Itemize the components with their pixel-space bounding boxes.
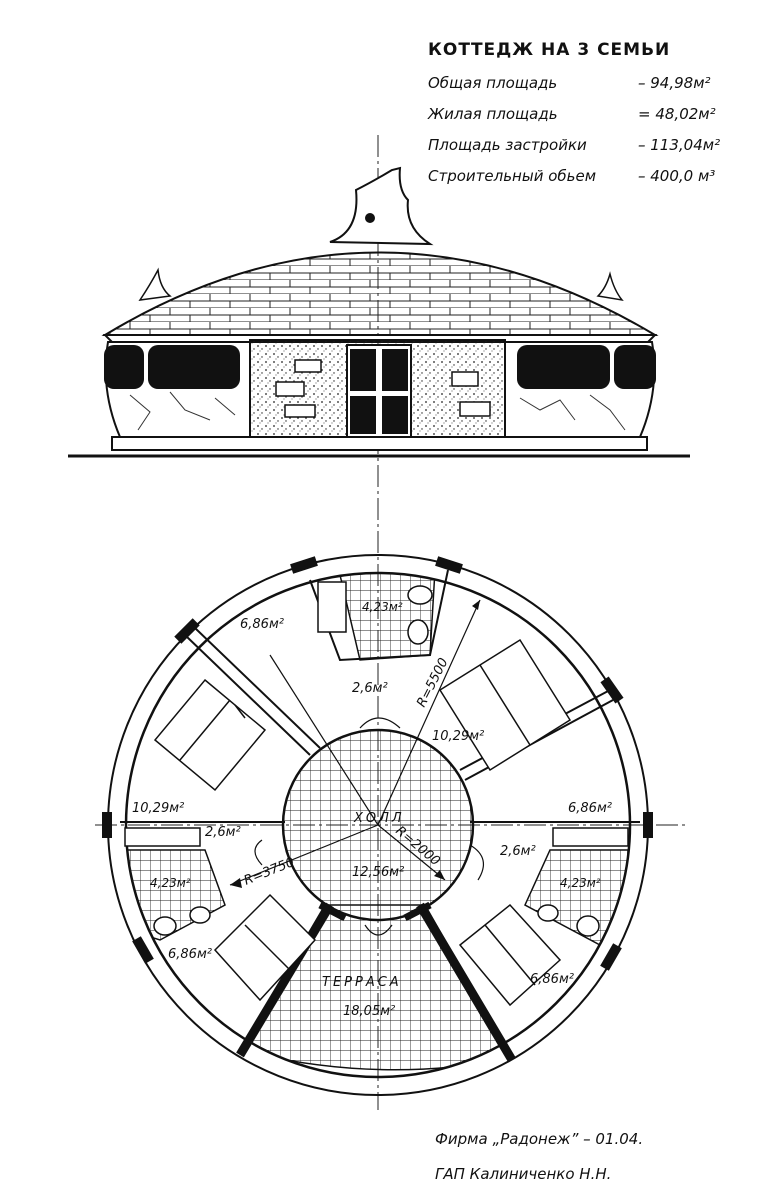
spec-row: Общая площадь – 94,98м² bbox=[428, 68, 748, 99]
spec-value: – 400,0 м³ bbox=[638, 167, 716, 185]
entrance-door bbox=[346, 344, 412, 438]
roof-finial bbox=[329, 166, 434, 246]
area-label: 2,6м² bbox=[500, 844, 536, 859]
radius-label-outer: R=5500 bbox=[414, 656, 451, 710]
area-label: 4,23м² bbox=[560, 876, 601, 890]
spec-label: Площадь застройки bbox=[428, 136, 587, 154]
roof-ornament-left bbox=[138, 267, 172, 301]
spec-block: КОТТЕДЖ НА 3 СЕМЬИ Общая площадь – 94,98… bbox=[428, 40, 748, 192]
radius-lines bbox=[229, 599, 481, 886]
area-label: 10,29м² bbox=[432, 729, 484, 744]
roof bbox=[101, 251, 659, 336]
stone bbox=[275, 381, 305, 397]
window bbox=[104, 345, 144, 389]
area-label: 2,6м² bbox=[205, 825, 241, 840]
stone bbox=[451, 371, 479, 387]
drawing-title: КОТТЕДЖ НА 3 СЕМЬИ bbox=[428, 40, 671, 60]
stone bbox=[294, 359, 322, 373]
finial-eye bbox=[365, 213, 375, 223]
area-label: 6,86м² bbox=[168, 947, 212, 962]
terrace-wall-right bbox=[416, 902, 516, 1063]
firm-line: Фирма „Радонеж” – 01.04. bbox=[435, 1130, 644, 1148]
spec-value: = 48,02м² bbox=[638, 105, 716, 123]
author-line: ГАП Калиниченко Н.Н. bbox=[435, 1165, 612, 1183]
radius-label-mid: R=3750 bbox=[242, 855, 297, 889]
spec-row: Площадь застройки – 113,04м² bbox=[428, 130, 748, 161]
area-label: 4,23м² bbox=[150, 876, 191, 890]
stone bbox=[284, 404, 316, 418]
area-label: 2,6м² bbox=[352, 681, 388, 696]
area-label: 6,86м² bbox=[240, 617, 284, 632]
area-label: 10,29м² bbox=[132, 801, 184, 816]
bed bbox=[213, 893, 317, 1002]
area-label: 6,86м² bbox=[568, 801, 612, 816]
spec-label: Общая площадь bbox=[428, 74, 558, 92]
bath-fixture bbox=[552, 827, 629, 847]
hall-label: ХОЛЛ bbox=[353, 811, 405, 826]
terrace-area: 18,05м² bbox=[343, 1004, 395, 1019]
window bbox=[614, 345, 656, 389]
terrace-label: ТЕРРАСА bbox=[322, 975, 402, 990]
area-label: 6,86м² bbox=[530, 972, 574, 987]
area-label: 4,23м² bbox=[362, 600, 403, 614]
stone bbox=[459, 401, 491, 417]
door-swings bbox=[254, 717, 485, 936]
bath-fixture bbox=[124, 827, 201, 847]
spec-label: Жилая площадь bbox=[428, 105, 558, 123]
spec-row: Жилая площадь = 48,02м² bbox=[428, 99, 748, 130]
bath-east bbox=[524, 849, 629, 946]
furniture bbox=[124, 581, 629, 1007]
spec-label: Строительный обьем bbox=[428, 167, 597, 185]
plinth bbox=[111, 436, 648, 451]
roof-ornament-right bbox=[596, 271, 624, 302]
stone-cracks bbox=[129, 391, 626, 431]
bath-fixture bbox=[317, 581, 347, 633]
spec-value: – 113,04м² bbox=[638, 136, 721, 154]
partitions bbox=[120, 569, 640, 823]
terrace-wall-left bbox=[236, 902, 334, 1058]
wall-openings bbox=[102, 556, 653, 971]
spec-row: Строительный обьем – 400,0 м³ bbox=[428, 161, 748, 192]
bath-top bbox=[339, 573, 436, 661]
spec-value: – 94,98м² bbox=[638, 74, 711, 92]
window bbox=[148, 345, 240, 389]
floor-plan bbox=[95, 554, 685, 1096]
elevation-view bbox=[68, 135, 690, 1110]
window bbox=[517, 345, 610, 389]
hall-area: 12,56м² bbox=[352, 865, 404, 880]
